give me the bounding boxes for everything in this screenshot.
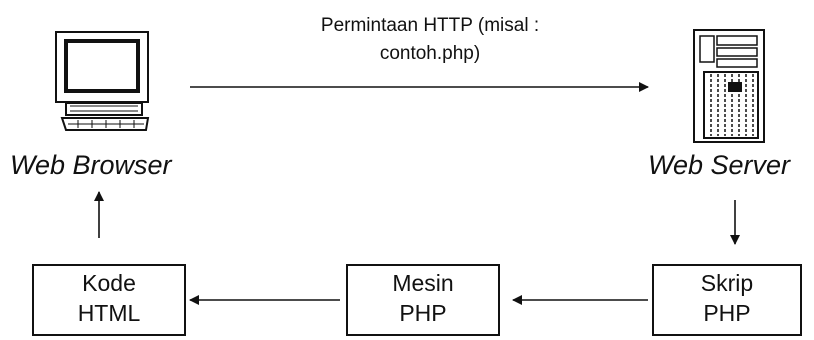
mesin-php-line1: Mesin bbox=[392, 270, 454, 296]
kode-html-box: Kode HTML bbox=[32, 264, 186, 336]
request-label-line1: Permintaan HTTP (misal : bbox=[320, 15, 540, 36]
kode-html-line2: HTML bbox=[77, 300, 141, 326]
web-browser-label: Web Browser bbox=[10, 150, 172, 180]
kode-html-line1: Kode bbox=[82, 270, 136, 296]
mesin-php-line2: PHP bbox=[399, 300, 447, 326]
request-label-line2: contoh.php) bbox=[379, 43, 481, 64]
request-label: Permintaan HTTP (misal : contoh.php) bbox=[250, 12, 610, 68]
mesin-php-box: Mesin PHP bbox=[346, 264, 500, 336]
skrip-php-line1: Skrip bbox=[700, 270, 754, 296]
web-server-label: Web Server bbox=[648, 150, 791, 180]
computer-monitor-icon bbox=[55, 31, 150, 131]
server-tower-icon bbox=[693, 29, 765, 143]
skrip-php-box: Skrip PHP bbox=[652, 264, 802, 336]
skrip-php-line2: PHP bbox=[703, 300, 751, 326]
